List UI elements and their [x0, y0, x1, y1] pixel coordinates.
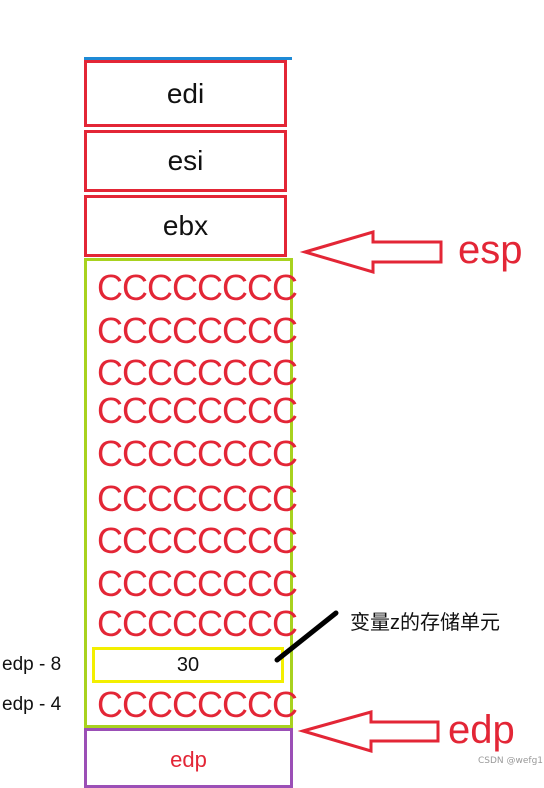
esp-pointer-label: esp: [458, 228, 523, 272]
register-esi: esi: [84, 130, 287, 192]
filler-row-edp-minus-4: CCCCCCCC: [97, 684, 298, 725]
filler-row: CCCCCCCC: [97, 520, 298, 561]
filler-row: CCCCCCCC: [97, 267, 298, 308]
filler-row: CCCCCCCC: [97, 603, 298, 644]
offset-label-edp-4: edp - 4: [2, 694, 62, 715]
annotation-pointer-line: [274, 610, 339, 663]
filler-row: CCCCCCCC: [97, 310, 298, 351]
filler-row: CCCCCCCC: [97, 478, 298, 519]
stack-top-line: [84, 57, 292, 60]
watermark: CSDN @wefg1: [478, 756, 544, 766]
variable-z-cell: 30: [92, 647, 284, 683]
edp-arrow-icon: [297, 710, 440, 754]
uninitialized-stack-region: CCCCCCCC CCCCCCCC CCCCCCCC CCCCCCCC CCCC…: [84, 258, 298, 728]
esp-arrow-icon: [299, 229, 443, 275]
filler-row: CCCCCCCC: [97, 352, 298, 393]
filler-row: CCCCCCCC: [97, 390, 298, 431]
edp-cell-label: edp: [170, 747, 207, 772]
register-edi: edi: [84, 60, 287, 127]
edp-pointer-label: edp: [448, 708, 515, 752]
variable-z-annotation: 变量z的存储单元: [350, 612, 500, 634]
filler-row: CCCCCCCC: [97, 433, 298, 474]
filler-row: CCCCCCCC: [97, 563, 298, 604]
register-ebx: ebx: [84, 195, 287, 257]
offset-label-edp-8: edp - 8: [2, 654, 62, 675]
